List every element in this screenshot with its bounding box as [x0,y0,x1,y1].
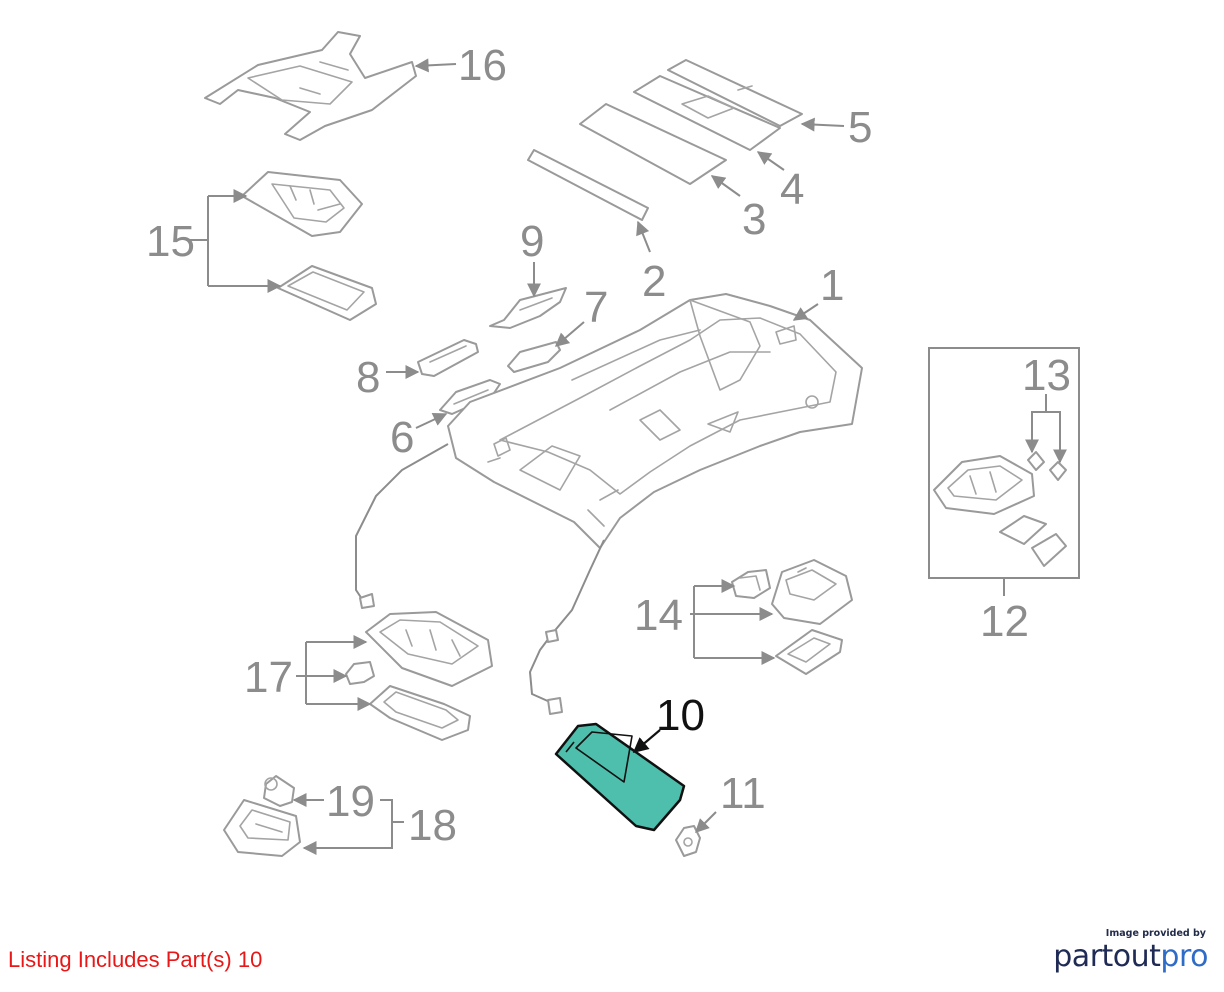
callout-numbers: 16 15 5 4 3 2 1 9 7 8 6 13 12 14 17 10 1… [146,41,1071,850]
leader-lines [186,58,1067,855]
listing-includes-text: Listing Includes Part(s) 10 [8,947,263,972]
callout-6: 6 [390,413,414,462]
callout-1: 1 [820,261,844,310]
callout-5: 5 [848,103,872,152]
part-4-panel [633,75,781,151]
callout-9: 9 [520,217,544,266]
part-16-roof-frame [204,31,417,141]
part-15-map-lamp [241,171,377,321]
part-5-panel [667,59,803,127]
callout-10-highlighted: 10 [656,691,705,740]
part-19-bulb [263,775,295,807]
callout-2: 2 [642,257,666,306]
callout-13: 13 [1022,351,1071,400]
part-6-grab-handle [439,379,501,415]
part-1-headliner [447,293,863,549]
callout-17: 17 [244,653,293,702]
part-8-grab-handle [417,339,479,377]
part-12-box-group [928,347,1080,579]
callout-11: 11 [720,769,766,818]
part-3-panel [579,103,727,185]
callout-4: 4 [780,165,804,214]
callout-18: 18 [408,801,457,850]
callout-8: 8 [356,353,380,402]
callout-19: 19 [326,777,375,826]
callout-16: 16 [458,41,507,90]
part-18-lamp [223,799,301,857]
callout-15: 15 [146,217,195,266]
part-10-sun-visor-highlighted [554,722,686,832]
part-14-cargo-lamp [731,559,853,675]
part-9-bracket [489,287,567,329]
callout-14: 14 [634,591,683,640]
part-2-panel [527,149,649,221]
brand-wordmark-part: partout [1053,939,1161,974]
brand-wordmark-pro: pro [1160,939,1208,974]
sunvisor-wires [355,443,605,715]
callout-3: 3 [742,195,766,244]
part-11-visor-clip [675,825,701,857]
brand-credit-text: Image provided by [1105,928,1206,939]
brand-wordmark: partoutpro [1053,939,1208,975]
part-7-grab-handle [507,341,561,373]
part-17-overhead-console [345,611,493,741]
partoutpro-logo: Image provided by partoutpro [1053,928,1208,975]
callout-12: 12 [980,597,1029,646]
callout-7: 7 [584,283,608,332]
